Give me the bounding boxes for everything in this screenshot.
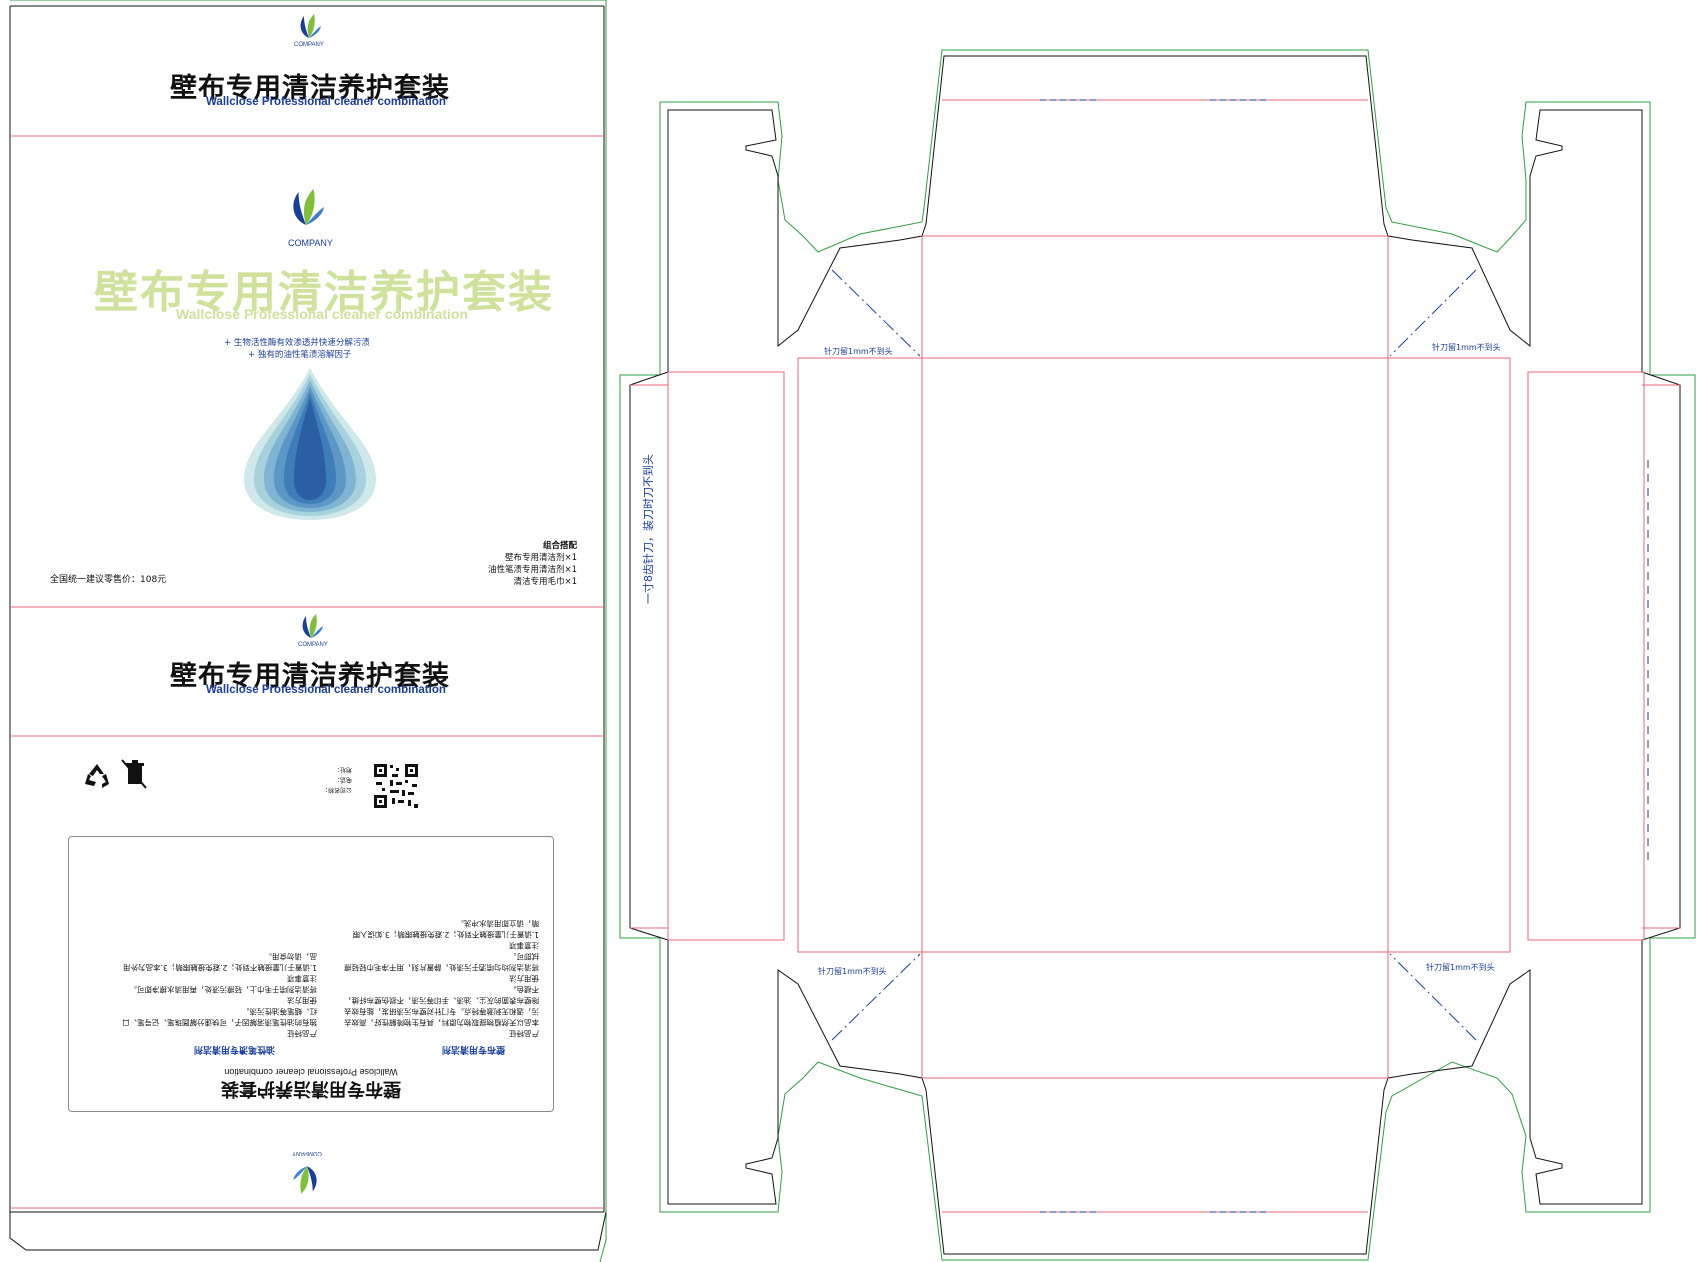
company-logo-icon [286,186,326,228]
company-label: COMPANY [294,42,324,48]
feature-line-2: + 独有的油性笔渍溶解因子 [248,350,352,360]
back-info: 公司名称： 电话： 地址： [322,764,352,794]
retail-price: 全国统一建议零售价：108元 [50,575,167,585]
instructions-col-body: 产品特征独有的油性笔渍溶解因子，可快速分解圆珠笔、记号笔、口红、蜡笔等油性污渍。… [122,952,317,1038]
instructions-subtitle: Wallclose Professional cleaner combinati… [224,1067,398,1077]
product-subtitle-large: Wallclose Professional cleaner combinati… [176,306,469,322]
qr-code-icon [372,762,420,810]
company-logo-icon [296,12,322,40]
back-info-line: 公司名称： [322,786,353,793]
instructions-title: 壁布专用清洁养护套装 [221,1078,401,1099]
bleed-outline-left [10,0,607,1262]
vertical-cut-note: 一寸8齿针刀，装刀时刀不到头 [642,454,655,604]
cut-note: 针刀留1mm不到头 [818,967,887,976]
side-panel-right [1387,357,1511,953]
product-title: 壁布专用清洁养护套装 [170,73,450,104]
water-drop-icon [240,364,380,524]
product-subtitle: Wallclose Professional cleaner combinati… [206,684,446,696]
cut-note: 针刀留1mm不到头 [1426,963,1495,972]
recycle-icon [82,762,112,790]
product-title-large: 壁布专用清洁养护套装 [94,267,554,318]
side-panel-left [797,357,923,953]
instructions-col-body: 产品特征本品以天然植物提取物为原料，具有生物降解性好，高效去污，温和无刺激等特点… [344,919,539,1038]
cut-note: 针刀留1mm不到头 [824,347,893,356]
product-subtitle: Wallclose Professional cleaner combinati… [206,96,446,108]
instructions-content: 壁布专用清洁养护套装 Wallclose Professional cleane… [69,837,553,1111]
trash-bin-icon [120,758,148,790]
company-label: COMPANY [288,238,333,248]
combo-block: 组合搭配 壁布专用清洁剂×1 油性笔渍专用清洁剂×1 清洁专用毛巾×1 [488,540,577,588]
instructions-box: 壁布专用清洁养护套装 Wallclose Professional cleane… [68,836,554,1112]
company-logo-icon [298,612,324,640]
cut-note: 针刀留1mm不到头 [1432,343,1501,352]
back-info-line: 地址： [334,766,353,773]
instructions-col-title: 壁布专用清洁剂 [441,1044,505,1054]
combo-item: 壁布专用清洁剂×1 [504,553,577,563]
instructions-col-title: 油性笔渍专用清洁剂 [193,1044,275,1054]
feature-line-1: + 生物活性酶有效渗透并快速分解污渍 [224,338,370,348]
bleed-outline-right [619,49,1696,1261]
combo-item: 油性笔渍专用清洁剂×1 [487,565,577,575]
combo-heading: 组合搭配 [542,541,577,551]
back-info-line: 电话： [334,776,353,783]
company-logo-icon [292,1164,322,1196]
combo-item: 清洁专用毛巾×1 [513,577,577,587]
company-label: COMPANY [292,1150,322,1156]
company-label: COMPANY [298,642,328,648]
product-title: 壁布专用清洁养护套装 [170,661,450,692]
cut-outline-left [9,6,607,1251]
